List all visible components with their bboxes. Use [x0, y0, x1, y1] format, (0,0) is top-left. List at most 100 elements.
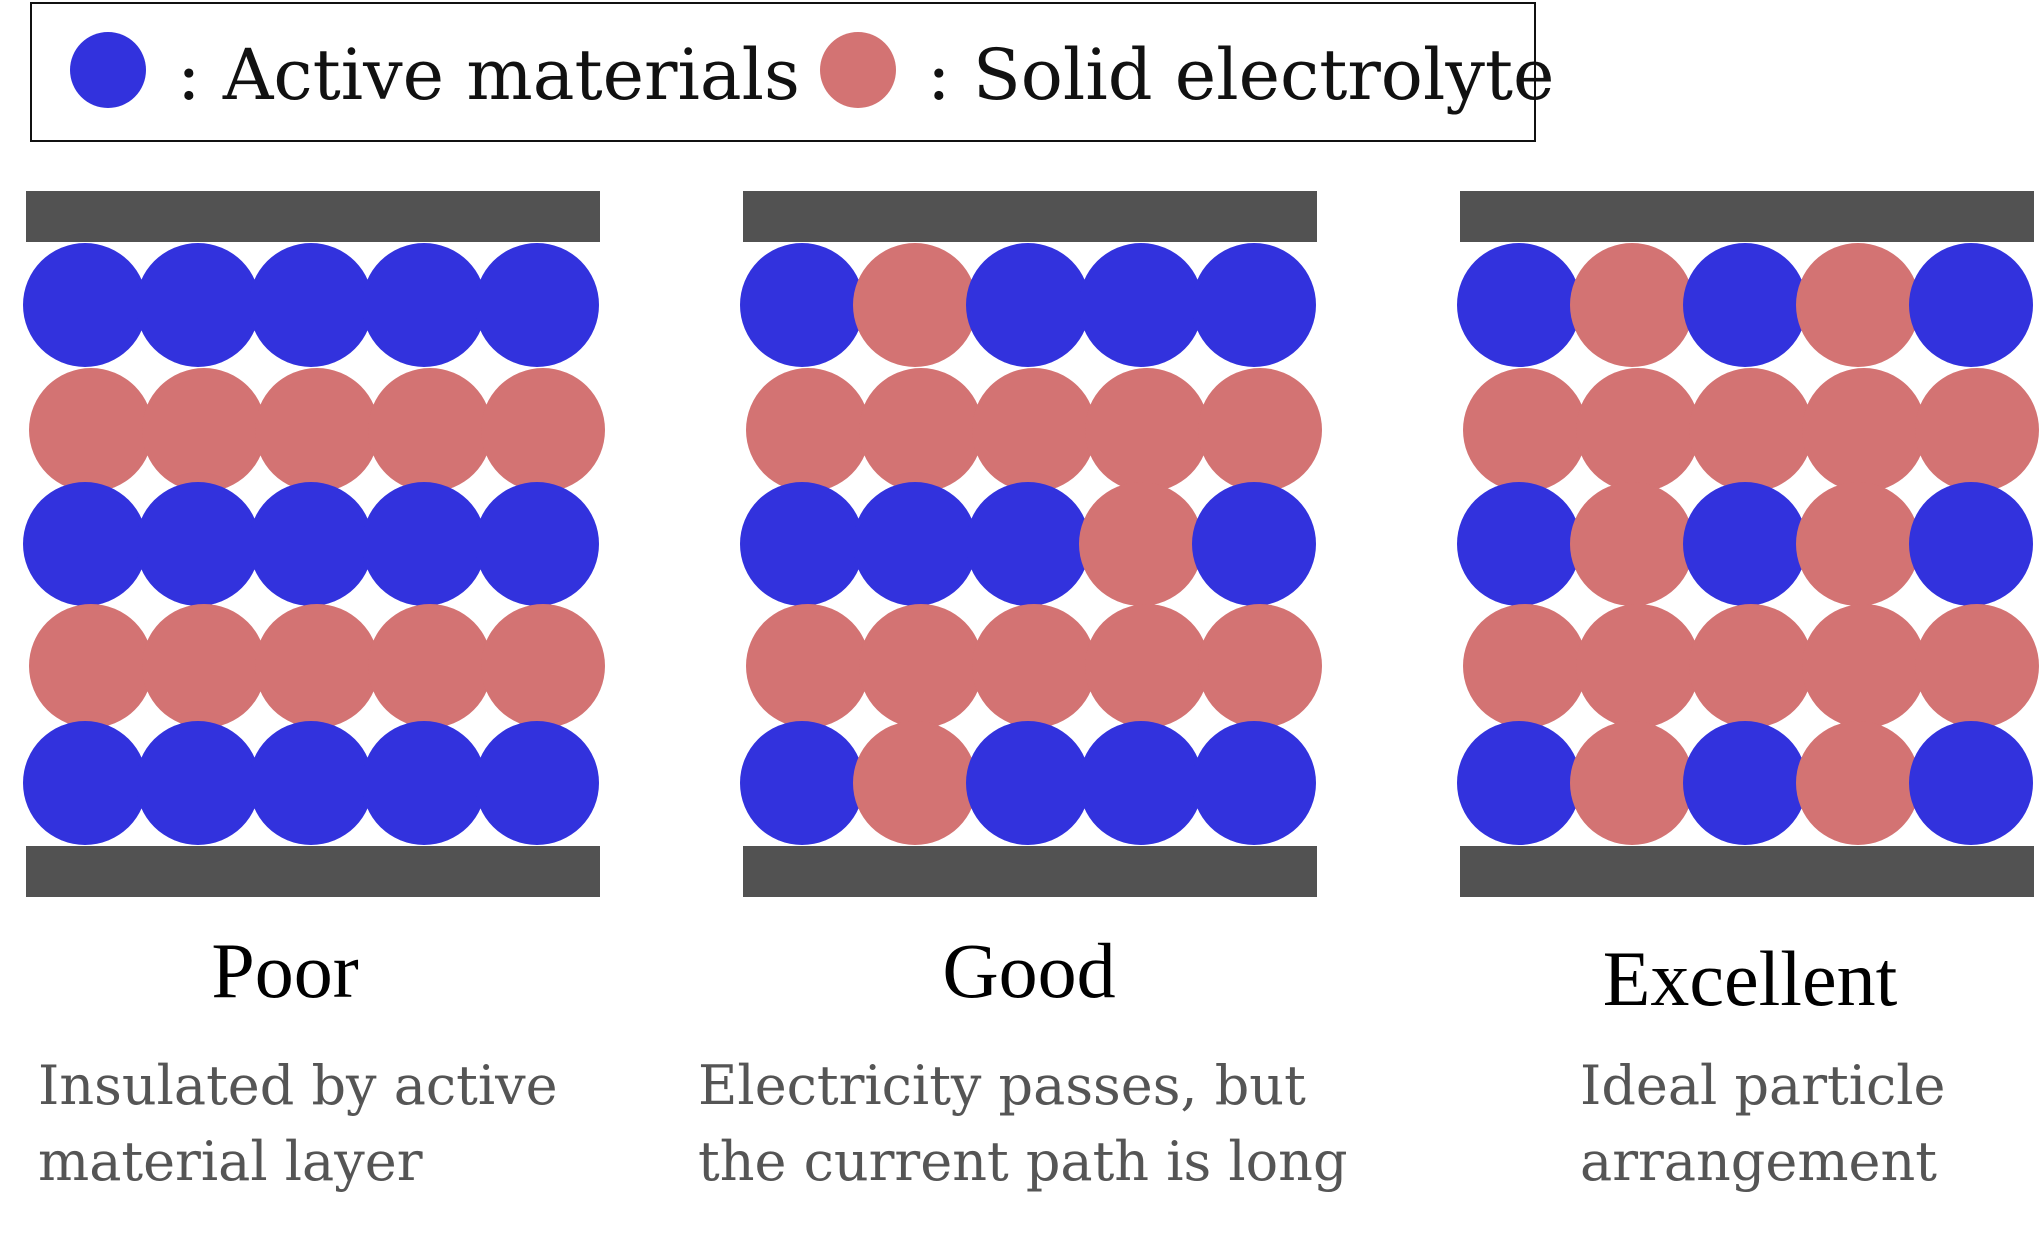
solid-electrolyte-particle	[1689, 604, 1813, 728]
top-electrode	[1460, 191, 2034, 242]
active-material-particle	[1909, 482, 2033, 606]
panel-caption-good: Electricity passes, but the current path…	[698, 1048, 1348, 1200]
active-material-particle	[362, 721, 486, 845]
bottom-electrode	[1460, 846, 2034, 897]
solid-electrolyte-particle	[255, 368, 379, 492]
active-material-particle	[136, 243, 260, 367]
active-material-particle	[475, 721, 599, 845]
panel-excellent	[1457, 191, 2039, 897]
bottom-electrode	[743, 846, 1317, 897]
solid-electrolyte-particle	[1915, 604, 2039, 728]
active-material-particle	[249, 721, 373, 845]
solid-electrolyte-particle	[1570, 721, 1694, 845]
solid-electrolyte-particle	[859, 604, 983, 728]
active-material-particle	[475, 482, 599, 606]
active-material-particle	[1079, 243, 1203, 367]
active-material-particle	[1683, 482, 1807, 606]
active-material-particle	[740, 721, 864, 845]
panel-title-excellent: Excellent	[1602, 935, 1898, 1022]
panel-poor	[23, 191, 605, 897]
solid-electrolyte-particle	[255, 604, 379, 728]
solid-electrolyte-particle	[1463, 368, 1587, 492]
solid-electrolyte-particle	[1802, 368, 1926, 492]
active-material-particle	[23, 243, 147, 367]
active-material-particle	[23, 721, 147, 845]
top-electrode	[26, 191, 600, 242]
legend-active-label: : Active materials	[177, 34, 800, 116]
caption-line: Electricity passes, but	[698, 1054, 1306, 1117]
active-material-particle	[362, 482, 486, 606]
active-material-particle	[966, 721, 1090, 845]
solid-electrolyte-particle	[1915, 368, 2039, 492]
solid-electrolyte-particle	[142, 604, 266, 728]
solid-electrolyte-particle	[853, 243, 977, 367]
solid-electrolyte-particle	[1570, 243, 1694, 367]
legend: : Active materials : Solid electrolyte	[30, 2, 1554, 142]
solid-electrolyte-particle	[142, 368, 266, 492]
solid-electrolyte-particle	[746, 604, 870, 728]
active-material-particle	[1683, 721, 1807, 845]
panel-title-poor: Poor	[211, 927, 359, 1014]
active-material-particle	[249, 243, 373, 367]
solid-electrolyte-particle	[1802, 604, 1926, 728]
solid-electrolyte-particle	[859, 368, 983, 492]
solid-electrolyte-particle	[29, 368, 153, 492]
active-material-particle	[1192, 721, 1316, 845]
active-material-particle	[249, 482, 373, 606]
active-material-particle	[966, 243, 1090, 367]
solid-electrolyte-particle	[853, 721, 977, 845]
solid-electrolyte-particle	[368, 604, 492, 728]
caption-line: Ideal particle	[1580, 1054, 1946, 1117]
active-material-particle	[1683, 243, 1807, 367]
solid-electrolyte-particle	[972, 368, 1096, 492]
caption-line: Insulated by active	[38, 1054, 558, 1117]
active-material-particle	[362, 243, 486, 367]
solid-electrolyte-particle	[368, 368, 492, 492]
solid-electrolyte-particle	[29, 604, 153, 728]
solid-electrolyte-particle	[1085, 604, 1209, 728]
legend-electrolyte-swatch	[820, 32, 896, 108]
active-material-particle	[1457, 721, 1581, 845]
active-material-particle	[1909, 243, 2033, 367]
active-material-particle	[136, 482, 260, 606]
legend-electrolyte-label: : Solid electrolyte	[927, 34, 1555, 116]
solid-electrolyte-particle	[1463, 604, 1587, 728]
solid-electrolyte-particle	[481, 604, 605, 728]
active-material-particle	[136, 721, 260, 845]
solid-electrolyte-particle	[1576, 368, 1700, 492]
panel-title-good: Good	[942, 927, 1116, 1014]
active-material-particle	[740, 243, 864, 367]
solid-electrolyte-particle	[1085, 368, 1209, 492]
bottom-electrode	[26, 846, 600, 897]
solid-electrolyte-particle	[1079, 482, 1203, 606]
top-electrode	[743, 191, 1317, 242]
active-material-particle	[1192, 482, 1316, 606]
legend-active-swatch	[70, 32, 146, 108]
active-material-particle	[1192, 243, 1316, 367]
active-material-particle	[475, 243, 599, 367]
solid-electrolyte-particle	[1796, 243, 1920, 367]
solid-electrolyte-particle	[1198, 368, 1322, 492]
active-material-particle	[740, 482, 864, 606]
active-material-particle	[1909, 721, 2033, 845]
active-material-particle	[853, 482, 977, 606]
panel-good	[740, 191, 1322, 897]
active-material-particle	[966, 482, 1090, 606]
solid-electrolyte-particle	[1570, 482, 1694, 606]
solid-electrolyte-particle	[1198, 604, 1322, 728]
solid-electrolyte-particle	[481, 368, 605, 492]
solid-electrolyte-particle	[746, 368, 870, 492]
active-material-particle	[1079, 721, 1203, 845]
caption-line: the current path is long	[698, 1130, 1348, 1193]
caption-line: material layer	[38, 1130, 423, 1193]
solid-electrolyte-particle	[972, 604, 1096, 728]
solid-electrolyte-particle	[1796, 482, 1920, 606]
active-material-particle	[1457, 243, 1581, 367]
panel-caption-excellent: Ideal particle arrangement	[1580, 1048, 1946, 1200]
active-material-particle	[1457, 482, 1581, 606]
active-material-particle	[23, 482, 147, 606]
solid-electrolyte-particle	[1689, 368, 1813, 492]
solid-electrolyte-particle	[1796, 721, 1920, 845]
